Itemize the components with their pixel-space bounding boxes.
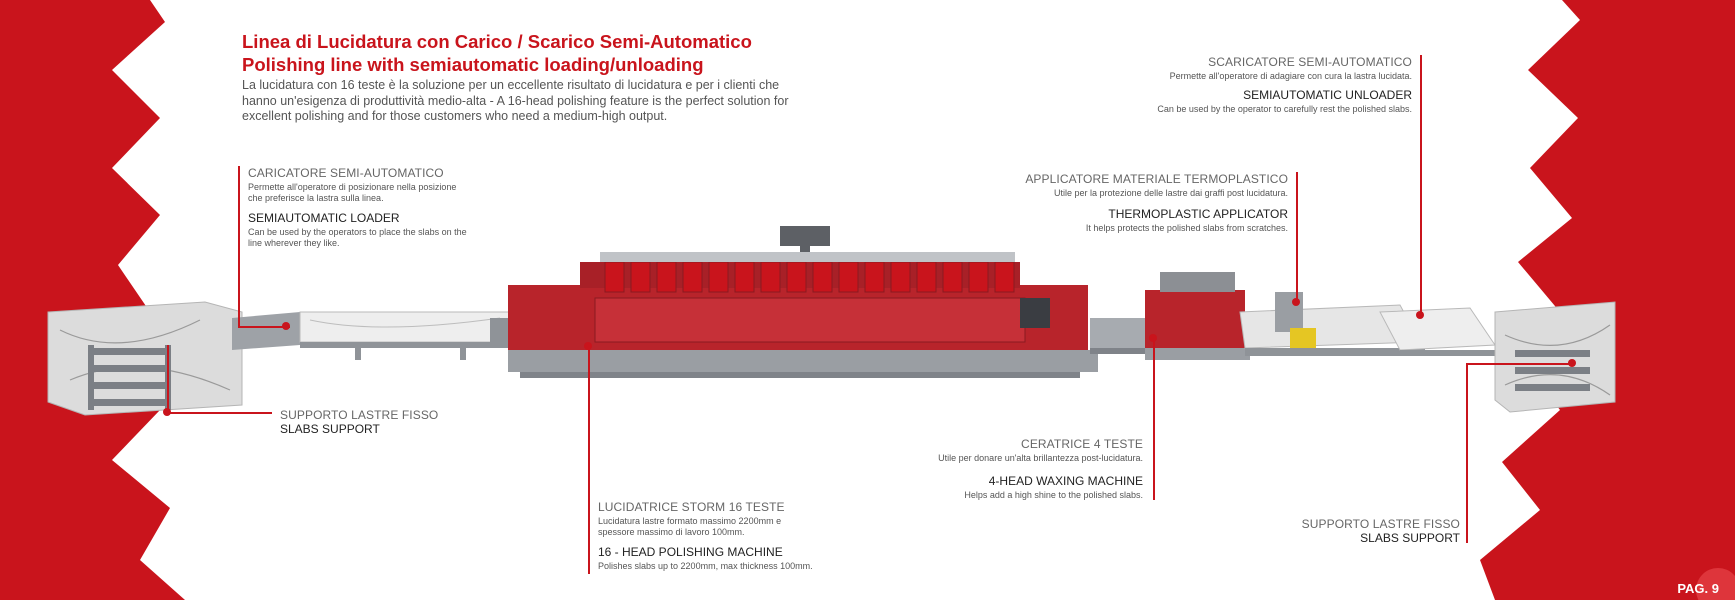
polisher-desc-it-1: Lucidatura lastre formato massimo 2200mm… bbox=[598, 516, 782, 526]
support-left-title-it: SUPPORTO LASTRE FISSO bbox=[280, 408, 439, 422]
support-left-callout-line bbox=[167, 345, 169, 413]
waxing-label: CERATRICE 4 TESTE Utile per donare un'al… bbox=[938, 437, 1143, 501]
title-english: Polishing line with semiautomatic loadin… bbox=[242, 54, 704, 75]
support-left-callout-line-h bbox=[167, 412, 272, 414]
support-left-label: SUPPORTO LASTRE FISSO SLABS SUPPORT bbox=[280, 408, 438, 436]
loader-desc-it-2: che preferisce la lastra sulla linea. bbox=[248, 193, 384, 203]
support-left-callout-dot bbox=[163, 408, 171, 416]
applicator-callout-dot bbox=[1292, 298, 1300, 306]
loader-title-it: CARICATORE SEMI-AUTOMATICO bbox=[248, 166, 444, 180]
intro-line-3: excellent polishing and for those custom… bbox=[242, 109, 668, 123]
page-gear-icon bbox=[1696, 568, 1735, 600]
support-right-title-en: SLABS SUPPORT bbox=[1360, 531, 1460, 545]
loader-callout-line bbox=[238, 166, 240, 328]
loader-conveyor bbox=[232, 311, 520, 360]
right-slab-support bbox=[1494, 301, 1616, 413]
applicator-callout-line bbox=[1296, 172, 1298, 302]
page-number: PAG. 9 bbox=[1677, 581, 1719, 596]
loader-label: CARICATORE SEMI-AUTOMATICO Permette all'… bbox=[248, 166, 467, 249]
applicator-desc-en-1: It helps protects the polished slabs fro… bbox=[1085, 223, 1288, 233]
left-slab-support bbox=[47, 301, 243, 416]
waxing-callout-dot bbox=[1149, 334, 1157, 342]
loader-callout-dot bbox=[282, 322, 290, 330]
waxing-title-it: CERATRICE 4 TESTE bbox=[1021, 437, 1143, 451]
unloader-label: SCARICATORE SEMI-AUTOMATICO Permette all… bbox=[1157, 55, 1412, 115]
loader-desc-it-1: Permette all'operatore di posizionare ne… bbox=[248, 182, 457, 192]
waxing-desc-en-1: Helps add a high shine to the polished s… bbox=[964, 490, 1143, 500]
applicator-title-it: APPLICATORE MATERIALE TERMOPLASTICO bbox=[1025, 172, 1288, 186]
polisher-desc-it-2: spessore massimo di lavoro 100mm. bbox=[598, 527, 745, 537]
support-right-callout-line-h bbox=[1468, 363, 1572, 365]
loader-title-en: SEMIAUTOMATIC LOADER bbox=[248, 211, 400, 225]
unloader-desc-en-1: Can be used by the operator to carefully… bbox=[1157, 104, 1412, 114]
unloader-desc-it-1: Permette all'operatore di adagiare con c… bbox=[1169, 71, 1412, 81]
right-gear-shape bbox=[1480, 0, 1735, 600]
support-right-callout-line bbox=[1466, 363, 1468, 543]
left-gear-shape bbox=[0, 0, 185, 600]
intro-line-1: La lucidatura con 16 teste è la soluzion… bbox=[242, 78, 780, 92]
waxing-machine bbox=[1145, 272, 1250, 360]
waxing-desc-it-1: Utile per donare un'alta brillantezza po… bbox=[938, 453, 1143, 463]
applicator-desc-it-1: Utile per la protezione delle lastre dai… bbox=[1054, 188, 1288, 198]
support-left-title-en: SLABS SUPPORT bbox=[280, 422, 380, 436]
applicator-label: APPLICATORE MATERIALE TERMOPLASTICO Util… bbox=[1025, 172, 1288, 234]
waxing-title-en: 4-HEAD WAXING MACHINE bbox=[988, 474, 1143, 488]
middle-conveyor bbox=[1090, 318, 1150, 354]
loader-callout-line-h bbox=[238, 326, 290, 328]
polisher-desc-en-1: Polishes slabs up to 2200mm, max thickne… bbox=[598, 561, 813, 571]
loader-desc-en-1: Can be used by the operators to place th… bbox=[248, 227, 467, 237]
applicator-section bbox=[1239, 292, 1425, 356]
polisher-callout-line bbox=[588, 346, 590, 574]
intro-line-2: hanno un'esigenza di produttività medio-… bbox=[242, 93, 789, 108]
polisher-label: LUCIDATRICE STORM 16 TESTE Lucidatura la… bbox=[598, 500, 813, 572]
intro-paragraph: La lucidatura con 16 teste è la soluzion… bbox=[242, 78, 842, 125]
polisher-callout-dot bbox=[584, 342, 592, 350]
support-right-callout-dot bbox=[1568, 359, 1576, 367]
unloader-title-en: SEMIAUTOMATIC UNLOADER bbox=[1243, 88, 1412, 102]
unloader-callout-dot bbox=[1416, 311, 1424, 319]
polishing-machine bbox=[508, 226, 1098, 378]
polisher-title-en: 16 - HEAD POLISHING MACHINE bbox=[598, 545, 783, 559]
title-italian: Linea di Lucidatura con Carico / Scarico… bbox=[242, 31, 752, 52]
unloader-callout-line bbox=[1420, 55, 1422, 315]
waxing-callout-line bbox=[1153, 338, 1155, 500]
support-right-label: SUPPORTO LASTRE FISSO SLABS SUPPORT bbox=[1302, 517, 1460, 545]
support-right-title-it: SUPPORTO LASTRE FISSO bbox=[1301, 517, 1460, 531]
polisher-title-it: LUCIDATRICE STORM 16 TESTE bbox=[598, 500, 785, 514]
unloader-title-it: SCARICATORE SEMI-AUTOMATICO bbox=[1208, 55, 1412, 69]
applicator-title-en: THERMOPLASTIC APPLICATOR bbox=[1108, 207, 1288, 221]
loader-desc-en-2: line wherever they like. bbox=[248, 238, 340, 248]
